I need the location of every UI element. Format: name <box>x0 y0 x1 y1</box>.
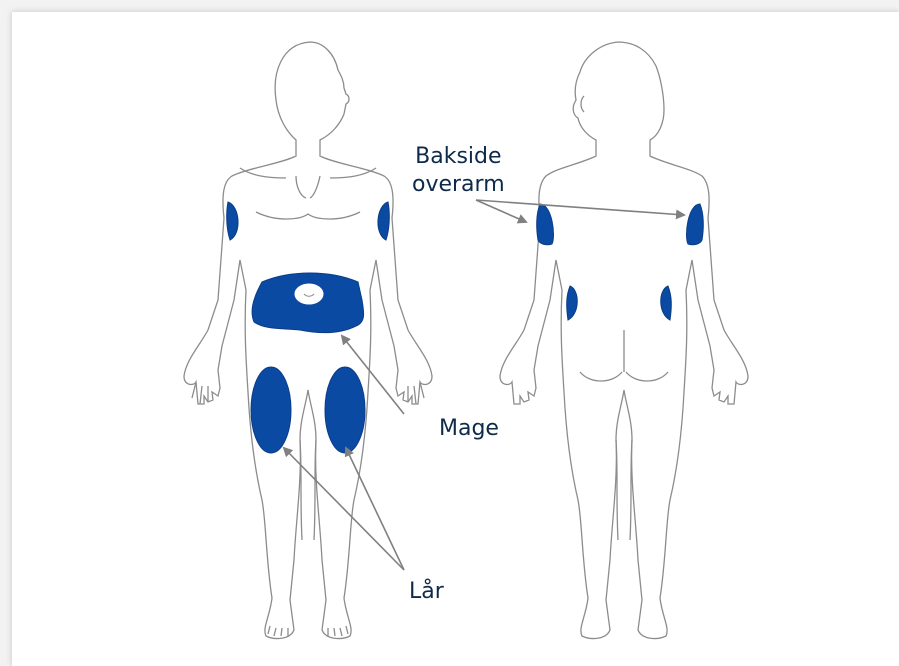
front-injection-areas <box>227 202 390 453</box>
bakside-label-line2: overarm <box>412 171 505 199</box>
navel-marker <box>295 284 323 304</box>
arrow-lar-to-right-thigh <box>346 448 404 570</box>
front-upper-arm-right-area <box>378 202 389 240</box>
bakside-overarm-label: Bakside overarm <box>412 143 505 199</box>
right-thigh-area <box>325 367 365 453</box>
back-upper-arm-left-area <box>537 204 554 245</box>
mage-label: Mage <box>439 415 499 443</box>
arrow-bakside-to-right-arm <box>476 200 684 215</box>
lar-label: Lår <box>409 578 444 606</box>
bakside-label-line1: Bakside <box>412 143 505 171</box>
back-flank-left-area <box>567 286 578 320</box>
arrow-lar-to-left-thigh <box>284 448 404 570</box>
back-upper-arm-right-area <box>687 204 704 245</box>
front-upper-arm-left-area <box>227 202 238 240</box>
back-flank-right-area <box>661 286 672 320</box>
left-thigh-area <box>251 367 291 453</box>
back-body-figure <box>500 42 748 638</box>
